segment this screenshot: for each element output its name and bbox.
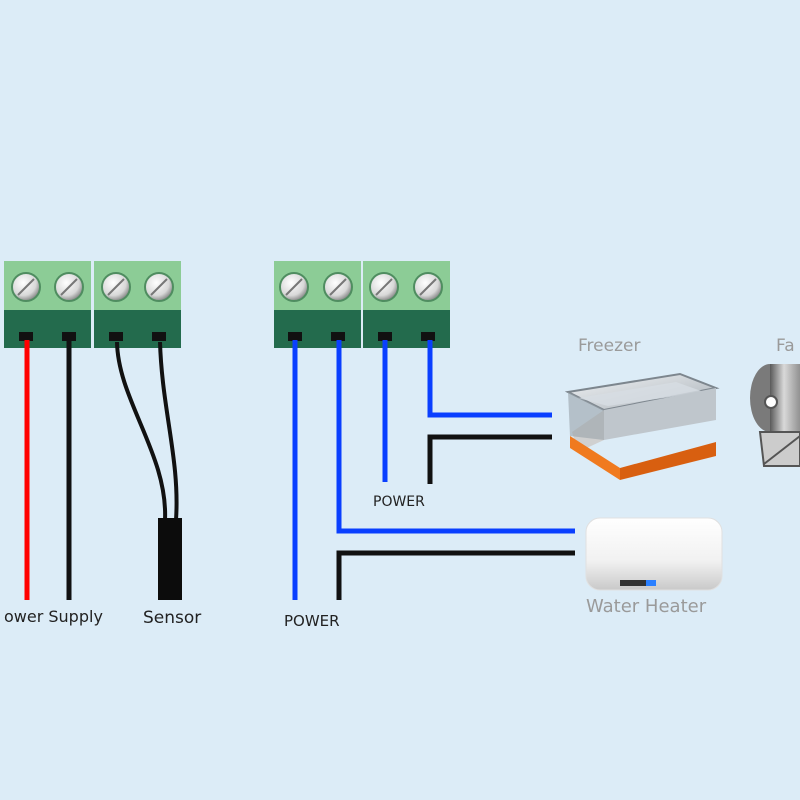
wire-sensor-a (115, 341, 168, 521)
water-heater-icon (585, 517, 723, 591)
label-water-heater: Water Heater (586, 596, 707, 617)
terminal-block-2 (94, 261, 181, 348)
terminal-block-4 (363, 261, 450, 348)
wire-water-heater-blue (336, 340, 575, 534)
wire-freezer-black (427, 434, 552, 484)
sensor-probe (158, 518, 182, 600)
wire-freezer-blue (427, 340, 552, 418)
terminal-block-3 (274, 261, 361, 348)
terminal-block-1 (4, 261, 91, 348)
freezer-icon (564, 372, 720, 480)
label-freezer: Freezer (578, 336, 640, 356)
wire-sensor-b (158, 341, 179, 521)
label-fan: Fa (776, 336, 795, 356)
label-sensor: Sensor (143, 608, 201, 628)
fan-heater-icon (750, 364, 800, 467)
label-power-left: POWER (284, 612, 340, 630)
wire-water-heater-black (336, 550, 575, 600)
label-power-upper: POWER (373, 494, 425, 510)
label-power-supply: ower Supply (4, 607, 103, 626)
